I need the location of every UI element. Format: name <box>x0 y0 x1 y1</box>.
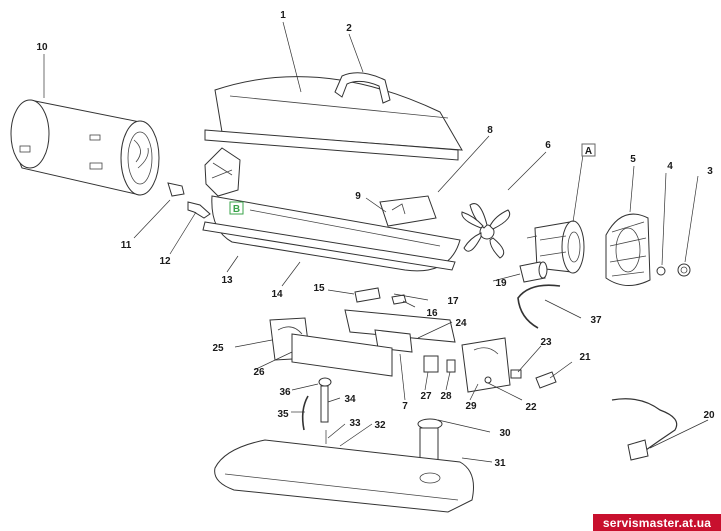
part-a-motor <box>526 220 585 274</box>
part-20-power-cable <box>611 398 678 461</box>
part-28-component <box>446 359 456 373</box>
part-10-outer-cylinder <box>10 99 160 196</box>
part-27-component <box>423 355 439 373</box>
callout-34: 34 <box>344 394 356 405</box>
boxed-label-a-text: A <box>585 146 592 157</box>
callout-32: 32 <box>374 420 386 431</box>
part-35-hose <box>301 395 309 431</box>
callout-37: 37 <box>590 315 602 326</box>
callout-11: 11 <box>121 240 132 251</box>
callout-21: 21 <box>579 352 591 363</box>
callout-16: 16 <box>426 308 438 319</box>
part-5-rear-grille <box>605 213 651 286</box>
part-34-tube <box>320 385 329 423</box>
part-36-cap <box>318 377 332 387</box>
part-4-nut <box>656 266 666 276</box>
part-26-tray <box>291 333 393 377</box>
callout-36: 36 <box>279 387 291 398</box>
part-9-bracket <box>379 195 437 227</box>
callout-2: 2 <box>346 23 352 34</box>
callout-8: 8 <box>487 125 493 136</box>
callout-30: 30 <box>499 428 511 439</box>
part-37-hose <box>517 284 561 329</box>
part-1-upper-cover <box>204 76 463 161</box>
boxed-label-a: A <box>581 143 596 157</box>
callout-20: 20 <box>703 410 715 421</box>
callout-7: 7 <box>402 401 408 412</box>
callout-13: 13 <box>221 275 233 286</box>
callout-25: 25 <box>212 343 224 354</box>
boxed-label-b-text: B <box>233 204 240 215</box>
callout-6: 6 <box>545 140 551 151</box>
callout-22: 22 <box>525 402 537 413</box>
callout-31: 31 <box>494 458 506 469</box>
part-3-knob <box>677 263 691 277</box>
part-22-fitting <box>484 376 492 384</box>
callout-labels: 1 2 3 4 5 6 7 8 9 10 11 12 13 14 15 16 1… <box>36 10 715 469</box>
part-21-fitting <box>535 371 557 389</box>
leader-lines <box>43 21 709 463</box>
callout-19: 19 <box>495 278 507 289</box>
callout-24: 24 <box>455 318 467 329</box>
part-32-fuel-tank <box>214 439 474 513</box>
part-15-clip <box>354 287 381 303</box>
callout-27: 27 <box>420 391 432 402</box>
callout-10: 10 <box>36 42 48 53</box>
callout-35: 35 <box>277 409 289 420</box>
callout-9: 9 <box>355 191 361 202</box>
part-8-lower-cover <box>202 195 461 272</box>
part-6-fan-blade <box>461 203 511 259</box>
callout-1: 1 <box>280 10 286 21</box>
callout-28: 28 <box>440 391 452 402</box>
callout-15: 15 <box>313 283 325 294</box>
callout-29: 29 <box>465 401 477 412</box>
part-b-igniter-assembly <box>167 147 241 197</box>
callout-33: 33 <box>349 418 361 429</box>
part-19-capacitor <box>519 261 548 283</box>
watermark-site-url: servismaster.at.ua <box>593 514 721 531</box>
callout-12: 12 <box>159 256 171 267</box>
part-12-electrode <box>187 201 211 219</box>
boxed-label-b: B <box>229 201 244 215</box>
boxed-label-b-frame <box>229 201 244 215</box>
part-29-rear-plate <box>461 337 511 393</box>
part-23-fitting <box>510 369 522 379</box>
boxed-label-a-frame <box>581 143 596 157</box>
part-2-handle <box>334 72 391 104</box>
part-16-spring <box>391 294 407 305</box>
callout-5: 5 <box>630 154 636 165</box>
callout-4: 4 <box>667 161 673 172</box>
callout-17: 17 <box>447 296 459 307</box>
callout-14: 14 <box>271 289 283 300</box>
callout-3: 3 <box>707 166 713 177</box>
callout-23: 23 <box>540 337 552 348</box>
callout-26: 26 <box>253 367 265 378</box>
